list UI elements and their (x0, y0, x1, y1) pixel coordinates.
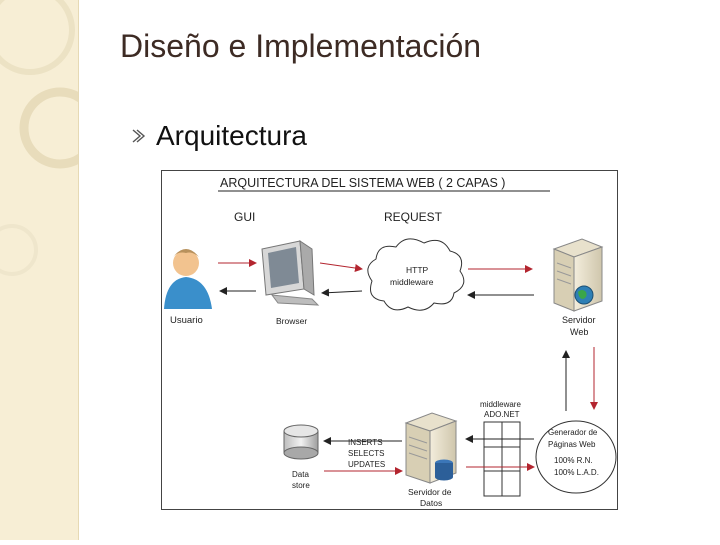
ado-net-grid (483, 421, 521, 497)
middleware-line2: ADO.NET (484, 410, 520, 419)
bullet-item: Arquitectura (130, 120, 307, 152)
sql-line1: INSERTS (348, 438, 383, 447)
decorative-left-band (0, 0, 101, 540)
middleware-line1: middleware (480, 400, 521, 409)
user-icon (164, 249, 212, 309)
web-server-line1: Servidor (562, 315, 596, 325)
datastore-line1: Data (292, 470, 309, 479)
generator-line1: Generador de (548, 428, 598, 437)
generator-line2: Páginas Web (548, 440, 596, 449)
cloud-line2: middleware (390, 277, 434, 287)
label-gui: GUI (234, 210, 255, 224)
page-generator-ellipse (535, 420, 617, 494)
db-server-line1: Servidor de (408, 487, 452, 497)
diagram-header: ARQUITECTURA DEL SISTEMA WEB ( 2 CAPAS ) (220, 176, 505, 190)
web-server-icon (552, 238, 604, 312)
data-store-cylinder-icon (283, 424, 319, 460)
decorative-circles (0, 0, 101, 276)
user-label: Usuario (170, 315, 203, 326)
slide-title: Diseño e Implementación (120, 28, 482, 64)
arrow-browser-to-cloud (319, 262, 363, 272)
bullet-icon (132, 129, 146, 143)
label-request: REQUEST (384, 210, 443, 224)
arrow-cloud-to-browser (321, 288, 363, 297)
browser-monitor-icon (261, 240, 320, 306)
web-server-line2: Web (570, 327, 588, 337)
bullet-text: Arquitectura (156, 120, 307, 151)
datastore-line2: store (292, 481, 310, 490)
generator-line3: 100% R.N. (554, 456, 593, 465)
cloud-line1: HTTP (406, 265, 429, 275)
database-server-icon (404, 412, 458, 484)
sql-line2: SELECTS (348, 449, 384, 458)
sql-line3: UPDATES (348, 460, 385, 469)
architecture-diagram: ARQUITECTURA DEL SISTEMA WEB ( 2 CAPAS )… (161, 170, 618, 510)
browser-label: Browser (276, 316, 307, 326)
http-middleware-cloud-icon (367, 238, 465, 311)
generator-line4: 100% L.A.D. (554, 468, 599, 477)
db-server-line2: Datos (420, 498, 442, 508)
